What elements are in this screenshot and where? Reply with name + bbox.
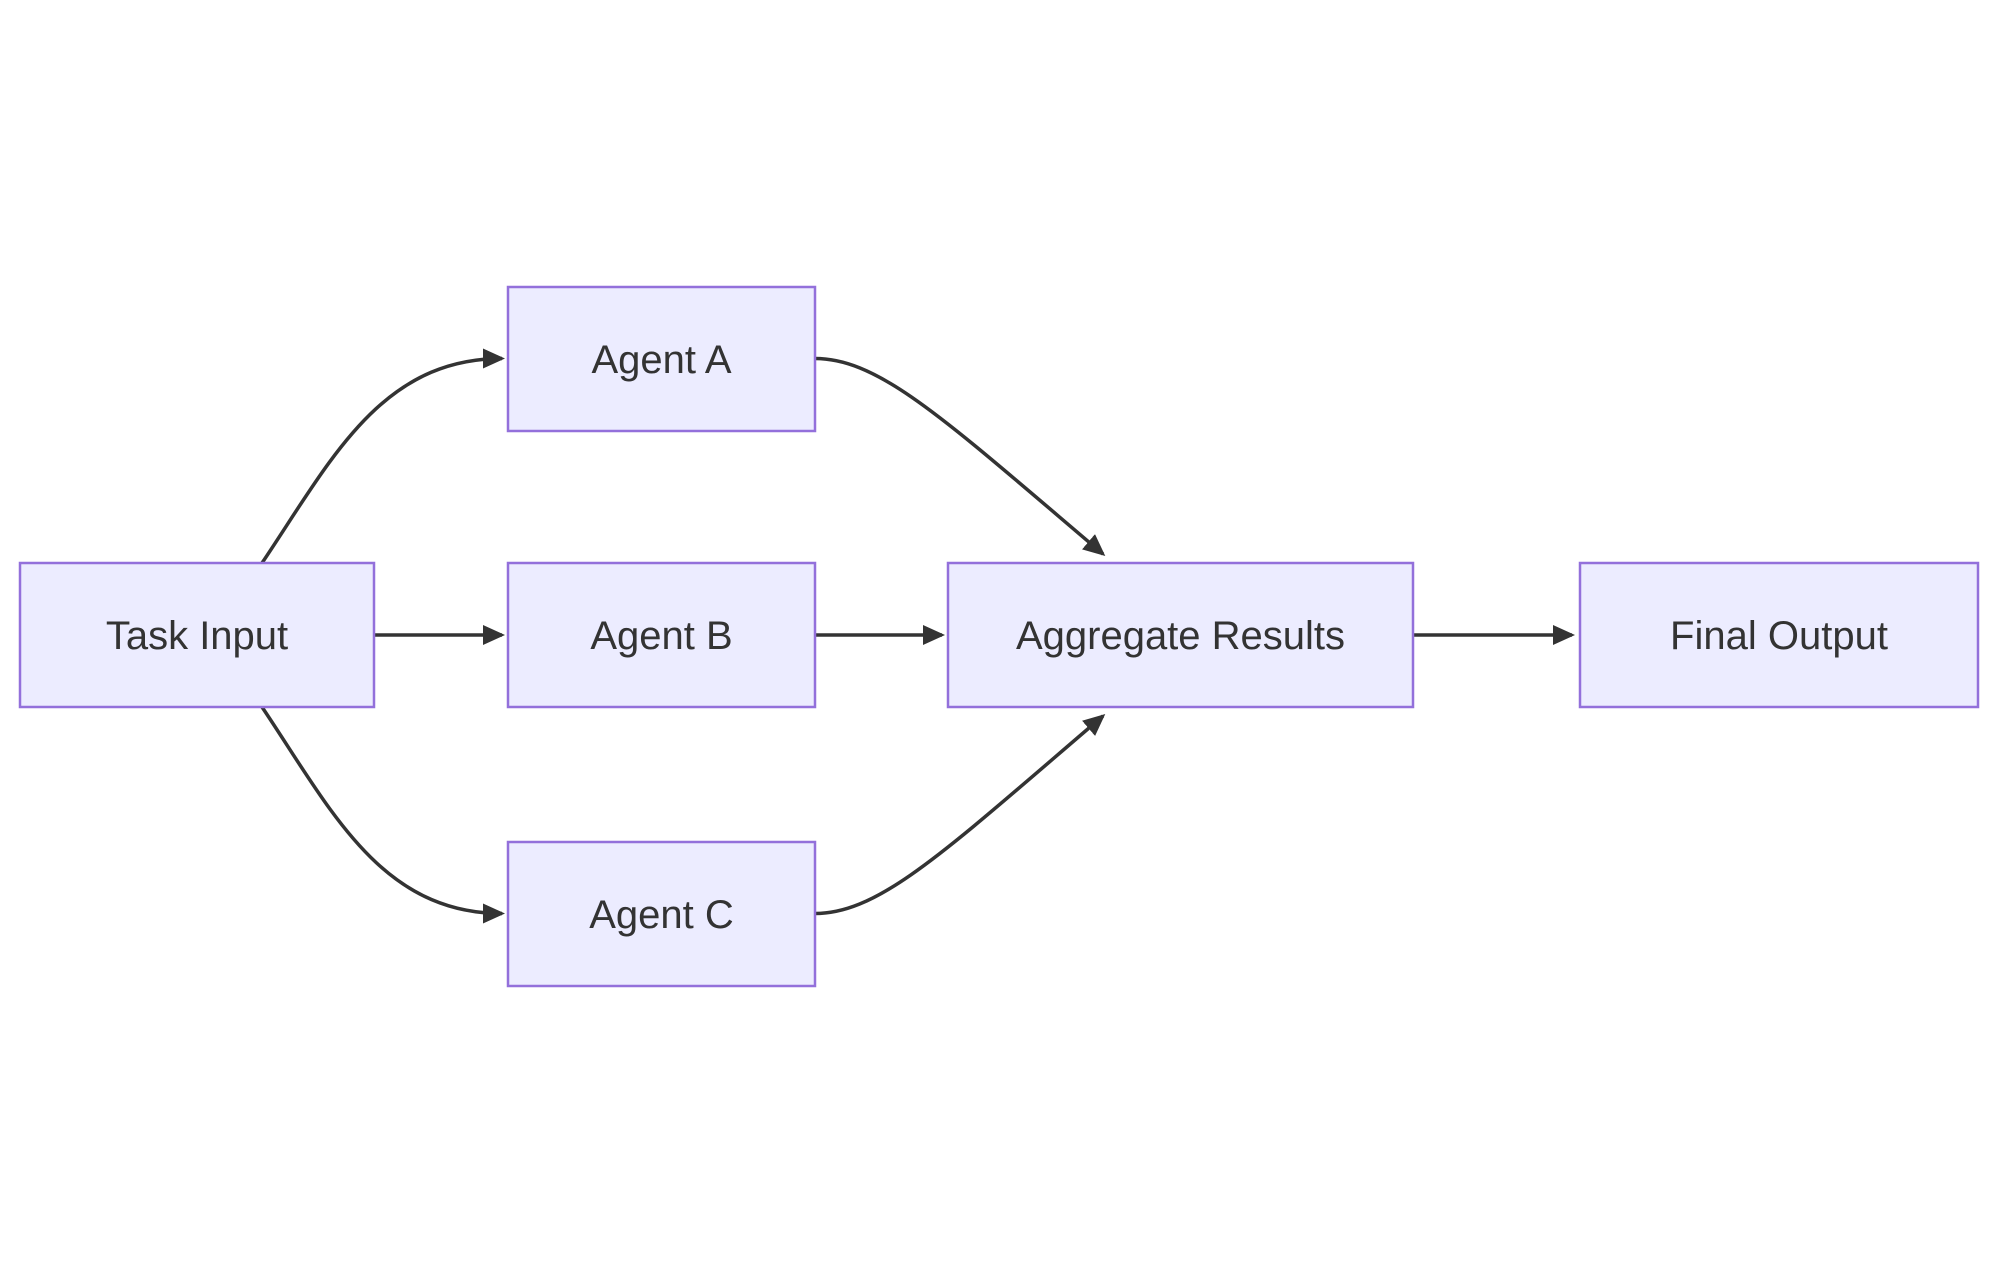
node-agent-c-label: Agent C [589,893,734,937]
edge-agent-a-to-aggregate-results [814,356,1106,556]
node-agent-b-box [506,561,817,709]
node-agent-b-label: Agent B [590,614,732,658]
node-agent-b: Agent B [506,561,817,709]
node-agent-c-box [506,840,817,988]
node-final-output-box [1578,561,1980,709]
node-agent-c: Agent C [506,840,817,988]
node-task-input-label: Task Input [106,614,288,658]
node-agent-a-label: Agent A [591,338,731,382]
node-aggregate-results-label: Aggregate Results [1016,614,1345,658]
edge-task-input-to-agent-a [260,348,505,564]
node-aggregate-results: Aggregate Results [946,561,1415,709]
node-task-input-box [18,561,376,709]
node-task-input: Task Input [18,561,376,709]
node-final-output: Final Output [1578,561,1980,709]
edge-task-input-to-agent-c [260,706,505,924]
node-agent-a: Agent A [506,285,817,433]
node-agent-a-box [506,285,817,433]
edge-agent-c-to-aggregate-results [814,714,1106,916]
node-final-output-label: Final Output [1670,614,1888,658]
node-aggregate-results-box [946,561,1415,709]
